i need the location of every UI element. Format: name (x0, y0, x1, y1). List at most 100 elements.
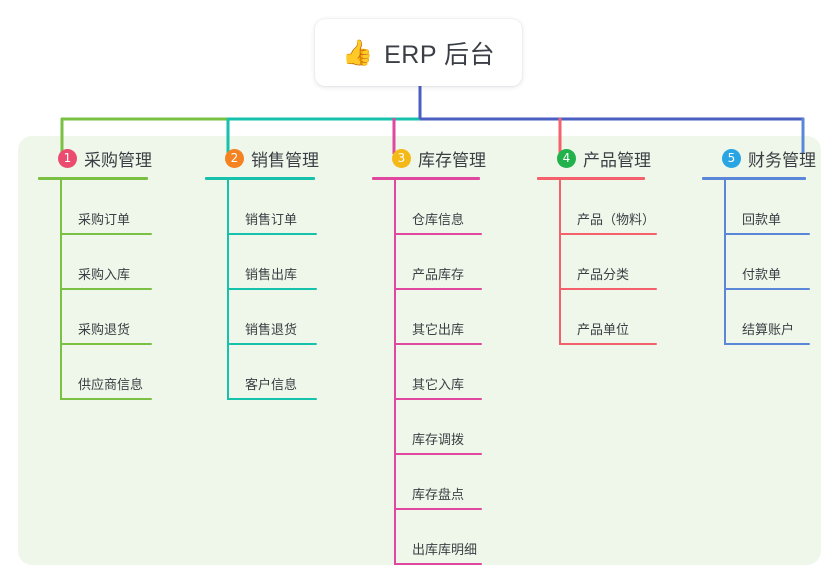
branch-badge-3: 3 (392, 148, 411, 168)
child-node[interactable]: 产品分类 (559, 235, 657, 290)
branch-spine (227, 180, 229, 400)
child-node-underline (227, 288, 317, 290)
child-node[interactable]: 付款单 (724, 235, 810, 290)
branch-badge-1: 1 (58, 148, 77, 168)
child-node-label: 其它出库 (412, 322, 465, 337)
thumbs-up-icon: 👍 (341, 38, 374, 67)
child-node-underline (559, 233, 657, 235)
branch-label: 库存管理 (418, 150, 486, 170)
branch-header-4[interactable]: 4 产品管理 (537, 145, 651, 171)
branch-spine (394, 180, 396, 565)
child-node-label: 采购订单 (78, 212, 131, 227)
child-node[interactable]: 其它出库 (394, 290, 482, 345)
child-node-label: 销售退货 (245, 322, 298, 337)
child-node-underline (394, 343, 482, 345)
diagram-canvas-panel (18, 136, 821, 565)
branch-header-5[interactable]: 5 财务管理 (702, 145, 816, 171)
child-node-underline (60, 398, 152, 400)
child-node[interactable]: 采购订单 (60, 180, 152, 235)
branch-badge-4: 4 (557, 148, 576, 168)
child-node[interactable]: 结算账户 (724, 290, 810, 345)
child-node-label: 产品库存 (412, 267, 465, 282)
branch-spine (559, 180, 561, 345)
branch-underline (38, 177, 148, 180)
child-node[interactable]: 库存盘点 (394, 455, 482, 510)
child-node-label: 付款单 (742, 267, 782, 282)
root-node[interactable]: 👍 ERP 后台 (315, 19, 522, 86)
child-node[interactable]: 产品库存 (394, 235, 482, 290)
child-node[interactable]: 销售订单 (227, 180, 317, 235)
branch-children: 采购订单采购入库采购退货供应商信息 (38, 180, 152, 400)
child-node-underline (559, 343, 657, 345)
child-node-label: 结算账户 (742, 322, 795, 337)
child-node-underline (60, 233, 152, 235)
child-node-label: 仓库信息 (412, 212, 465, 227)
child-node[interactable]: 产品（物料） (559, 180, 657, 235)
branch-spine (724, 180, 726, 345)
branch-underline (205, 177, 315, 180)
child-node[interactable]: 销售出库 (227, 235, 317, 290)
branch-children: 销售订单销售出库销售退货客户信息 (205, 180, 317, 400)
child-node-label: 产品单位 (577, 322, 630, 337)
child-node-label: 客户信息 (245, 377, 298, 392)
child-node-underline (227, 343, 317, 345)
branch-label: 销售管理 (251, 150, 319, 170)
branch-badge-2: 2 (225, 148, 244, 168)
root-node-title: ERP 后台 (384, 40, 496, 69)
child-node-label: 产品分类 (577, 267, 630, 282)
child-node[interactable]: 产品单位 (559, 290, 657, 345)
child-node[interactable]: 回款单 (724, 180, 810, 235)
child-node[interactable]: 仓库信息 (394, 180, 482, 235)
child-node-underline (724, 233, 810, 235)
child-node-underline (724, 288, 810, 290)
branch-underline (702, 177, 806, 180)
branch-header-2[interactable]: 2 销售管理 (205, 145, 319, 171)
branch-column-5: 5 财务管理回款单付款单结算账户 (702, 145, 816, 345)
branch-children: 仓库信息产品库存其它出库其它入库库存调拨库存盘点出库库明细 (372, 180, 482, 565)
branch-label: 采购管理 (84, 150, 152, 170)
branch-header-3[interactable]: 3 库存管理 (372, 145, 486, 171)
branch-column-3: 3 库存管理仓库信息产品库存其它出库其它入库库存调拨库存盘点出库库明细 (372, 145, 486, 565)
branch-header-1[interactable]: 1 采购管理 (38, 145, 152, 171)
branch-column-4: 4 产品管理产品（物料） 产品分类产品单位 (537, 145, 657, 345)
child-node-underline (394, 453, 482, 455)
child-node-label: 销售订单 (245, 212, 298, 227)
child-node-label: 其它入库 (412, 377, 465, 392)
child-node-label: 采购退货 (78, 322, 131, 337)
child-node-label: 采购入库 (78, 267, 131, 282)
branch-badge-5: 5 (722, 148, 741, 168)
child-node-label: 库存盘点 (412, 487, 465, 502)
child-node[interactable]: 供应商信息 (60, 345, 152, 400)
child-node[interactable]: 出库库明细 (394, 510, 482, 565)
branch-children: 回款单付款单结算账户 (702, 180, 810, 345)
child-node[interactable]: 销售退货 (227, 290, 317, 345)
branch-underline (537, 177, 645, 180)
child-node[interactable]: 采购退货 (60, 290, 152, 345)
branch-spine (60, 180, 62, 400)
child-node-label: 销售出库 (245, 267, 298, 282)
child-node-underline (60, 288, 152, 290)
child-node-underline (227, 398, 317, 400)
child-node[interactable]: 客户信息 (227, 345, 317, 400)
child-node[interactable]: 采购入库 (60, 235, 152, 290)
child-node-label: 回款单 (742, 212, 782, 227)
child-node-underline (394, 288, 482, 290)
child-node[interactable]: 其它入库 (394, 345, 482, 400)
child-node-label: 供应商信息 (78, 377, 144, 392)
child-node-underline (394, 563, 482, 565)
child-node-underline (60, 343, 152, 345)
branch-label: 财务管理 (748, 150, 816, 170)
branch-label: 产品管理 (583, 150, 651, 170)
child-node-label: 产品（物料） (577, 212, 656, 227)
branch-column-1: 1 采购管理采购订单采购入库采购退货供应商信息 (38, 145, 152, 400)
branch-column-2: 2 销售管理销售订单销售出库销售退货客户信息 (205, 145, 319, 400)
branch-children: 产品（物料） 产品分类产品单位 (537, 180, 657, 345)
child-node-underline (394, 233, 482, 235)
child-node-underline (227, 233, 317, 235)
child-node-label: 库存调拨 (412, 432, 465, 447)
child-node-underline (559, 288, 657, 290)
child-node[interactable]: 库存调拨 (394, 400, 482, 455)
child-node-underline (394, 398, 482, 400)
branch-underline (372, 177, 480, 180)
